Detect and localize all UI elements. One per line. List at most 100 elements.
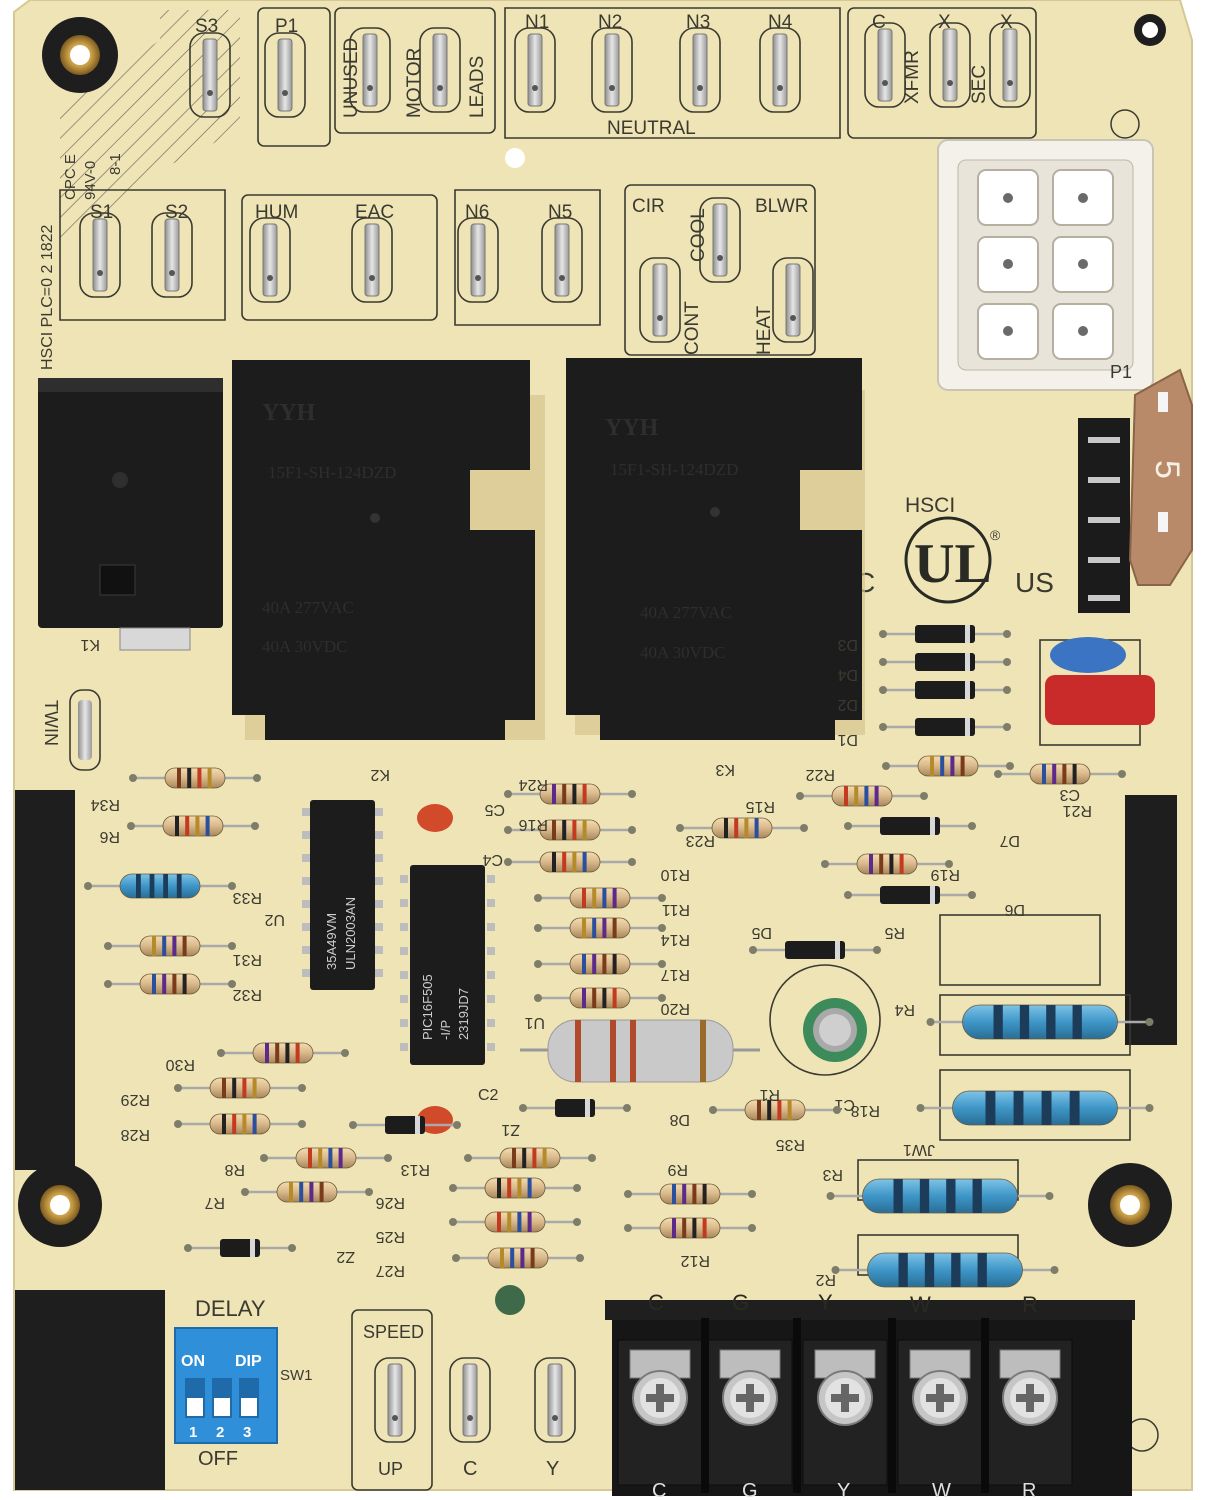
spade-terminal[interactable]: [264, 32, 306, 118]
ref-label: R25: [376, 1228, 405, 1245]
spade-terminal[interactable]: [679, 27, 721, 113]
ref-label: R16: [519, 816, 548, 833]
spade-terminal[interactable]: [534, 1357, 576, 1443]
label-S3: S3: [195, 16, 218, 37]
diode: [879, 625, 1011, 643]
svg-text:PIC16F505: PIC16F505: [420, 974, 435, 1040]
ref-label: R31: [233, 951, 262, 968]
axial-components: [84, 625, 1154, 1288]
ref-label: R35: [776, 1136, 805, 1153]
screw-terminal[interactable]: Y: [802, 1339, 888, 1500]
spade-terminal[interactable]: [759, 27, 801, 113]
svg-text:35A49VM: 35A49VM: [324, 913, 339, 970]
ref-label: R29: [121, 1091, 150, 1108]
ref-label: D1: [837, 731, 858, 748]
molex-connector[interactable]: P1: [937, 139, 1154, 391]
spade-terminal[interactable]: [151, 212, 193, 298]
label-N5: N5: [548, 202, 572, 223]
svg-text:8-1: 8-1: [107, 153, 124, 175]
spade-terminal[interactable]: [79, 212, 121, 298]
label-blwr: BLWR: [755, 196, 808, 217]
dip-toggle-2[interactable]: [212, 1378, 232, 1418]
svg-text:Y: Y: [818, 1290, 833, 1315]
screw-terminal[interactable]: G: [707, 1339, 793, 1500]
spade-terminal[interactable]: [989, 22, 1031, 108]
screw-terminal[interactable]: W: [897, 1339, 983, 1500]
svg-text:2: 2: [216, 1424, 224, 1441]
spade-terminal[interactable]: [349, 27, 391, 113]
screw-terminal[interactable]: C: [617, 1339, 703, 1500]
diode: [349, 1116, 461, 1134]
spade-terminal[interactable]: [351, 217, 393, 303]
spade-terminal[interactable]: [772, 257, 814, 343]
diode: [879, 681, 1011, 699]
label-P1: P1: [275, 16, 298, 37]
relay-k3: YYH 15F1-SH-124DZD 40A 277VAC 40A 30VDC …: [566, 358, 865, 778]
svg-text:DIP: DIP: [235, 1353, 262, 1370]
resistor: [174, 1113, 306, 1135]
ref-label: R22: [806, 766, 835, 783]
spade-terminal[interactable]: [639, 257, 681, 343]
dip-toggle-1[interactable]: [185, 1378, 205, 1418]
diode: [879, 653, 1011, 671]
dip-toggle-3[interactable]: [239, 1378, 259, 1418]
svg-text:®: ®: [990, 527, 1001, 543]
mounting-hole-bl: [18, 1163, 102, 1247]
ref-label: R23: [686, 832, 715, 849]
twin-terminal[interactable]: TWIN: [41, 689, 101, 771]
mounting-hole-tr: [1134, 14, 1166, 46]
terminal-bottom-label: W: [932, 1480, 951, 1500]
spade-terminal[interactable]: [419, 27, 461, 113]
label-N6: N6: [465, 202, 489, 223]
spade-terminal[interactable]: [929, 22, 971, 108]
speed-terminals: SPEED UP C Y: [363, 1322, 559, 1480]
svg-text:40A 30VDC: 40A 30VDC: [640, 643, 725, 662]
resistor: [449, 1211, 581, 1233]
ref-label: R26: [376, 1194, 405, 1211]
ref-label: R20: [661, 1000, 690, 1017]
resistor: [174, 1077, 306, 1099]
electrolytic-capacitor: [769, 964, 881, 1076]
diode: [879, 718, 1011, 736]
resistor: [916, 1090, 1154, 1126]
diode: [844, 886, 976, 904]
spade-terminal[interactable]: [457, 217, 499, 303]
spade-terminal[interactable]: [864, 22, 906, 108]
label-N4: N4: [768, 12, 793, 33]
edge-strip-bottom-left: [15, 1290, 165, 1490]
ref-label: R12: [681, 1252, 710, 1269]
edge-strip-left: [15, 790, 75, 1170]
ref-label: R21: [1063, 802, 1092, 819]
spade-terminal[interactable]: [591, 27, 633, 113]
spade-terminal[interactable]: [249, 217, 291, 303]
resistor: [504, 851, 636, 873]
resistor: [104, 935, 236, 957]
ref-label: R13: [401, 1161, 430, 1178]
resistor: [882, 755, 1014, 777]
spade-terminal[interactable]: [374, 1357, 416, 1443]
label-N3: N3: [686, 12, 710, 33]
label-sec: SEC: [969, 65, 990, 104]
svg-text:C3: C3: [1059, 786, 1080, 803]
screw-terminal[interactable]: R: [987, 1339, 1073, 1500]
resistor: [994, 763, 1126, 785]
ref-label: R32: [233, 986, 262, 1003]
capacitor-c3: C3: [1039, 637, 1155, 803]
relay-k2: YYH 15F1-SH-124DZD 40A 277VAC 40A 30VDC …: [232, 360, 545, 783]
spade-terminal[interactable]: [514, 27, 556, 113]
label-neutral: NEUTRAL: [607, 118, 696, 139]
svg-text:C5: C5: [484, 801, 505, 818]
spade-terminal[interactable]: [449, 1357, 491, 1443]
svg-text:ULN2003AN: ULN2003AN: [343, 897, 358, 970]
mounting-hole-br: [1088, 1163, 1172, 1247]
ref-label: R18: [851, 1102, 880, 1119]
spade-terminal[interactable]: [189, 32, 231, 118]
blade-fuse[interactable]: 5: [1128, 368, 1193, 586]
svg-text:CPC E: CPC E: [62, 154, 79, 200]
svg-text:40A 277VAC: 40A 277VAC: [640, 603, 732, 622]
spade-terminal[interactable]: [541, 217, 583, 303]
spade-terminal[interactable]: [699, 197, 741, 283]
ref-label: R9: [667, 1161, 688, 1178]
resistor: [127, 815, 259, 837]
